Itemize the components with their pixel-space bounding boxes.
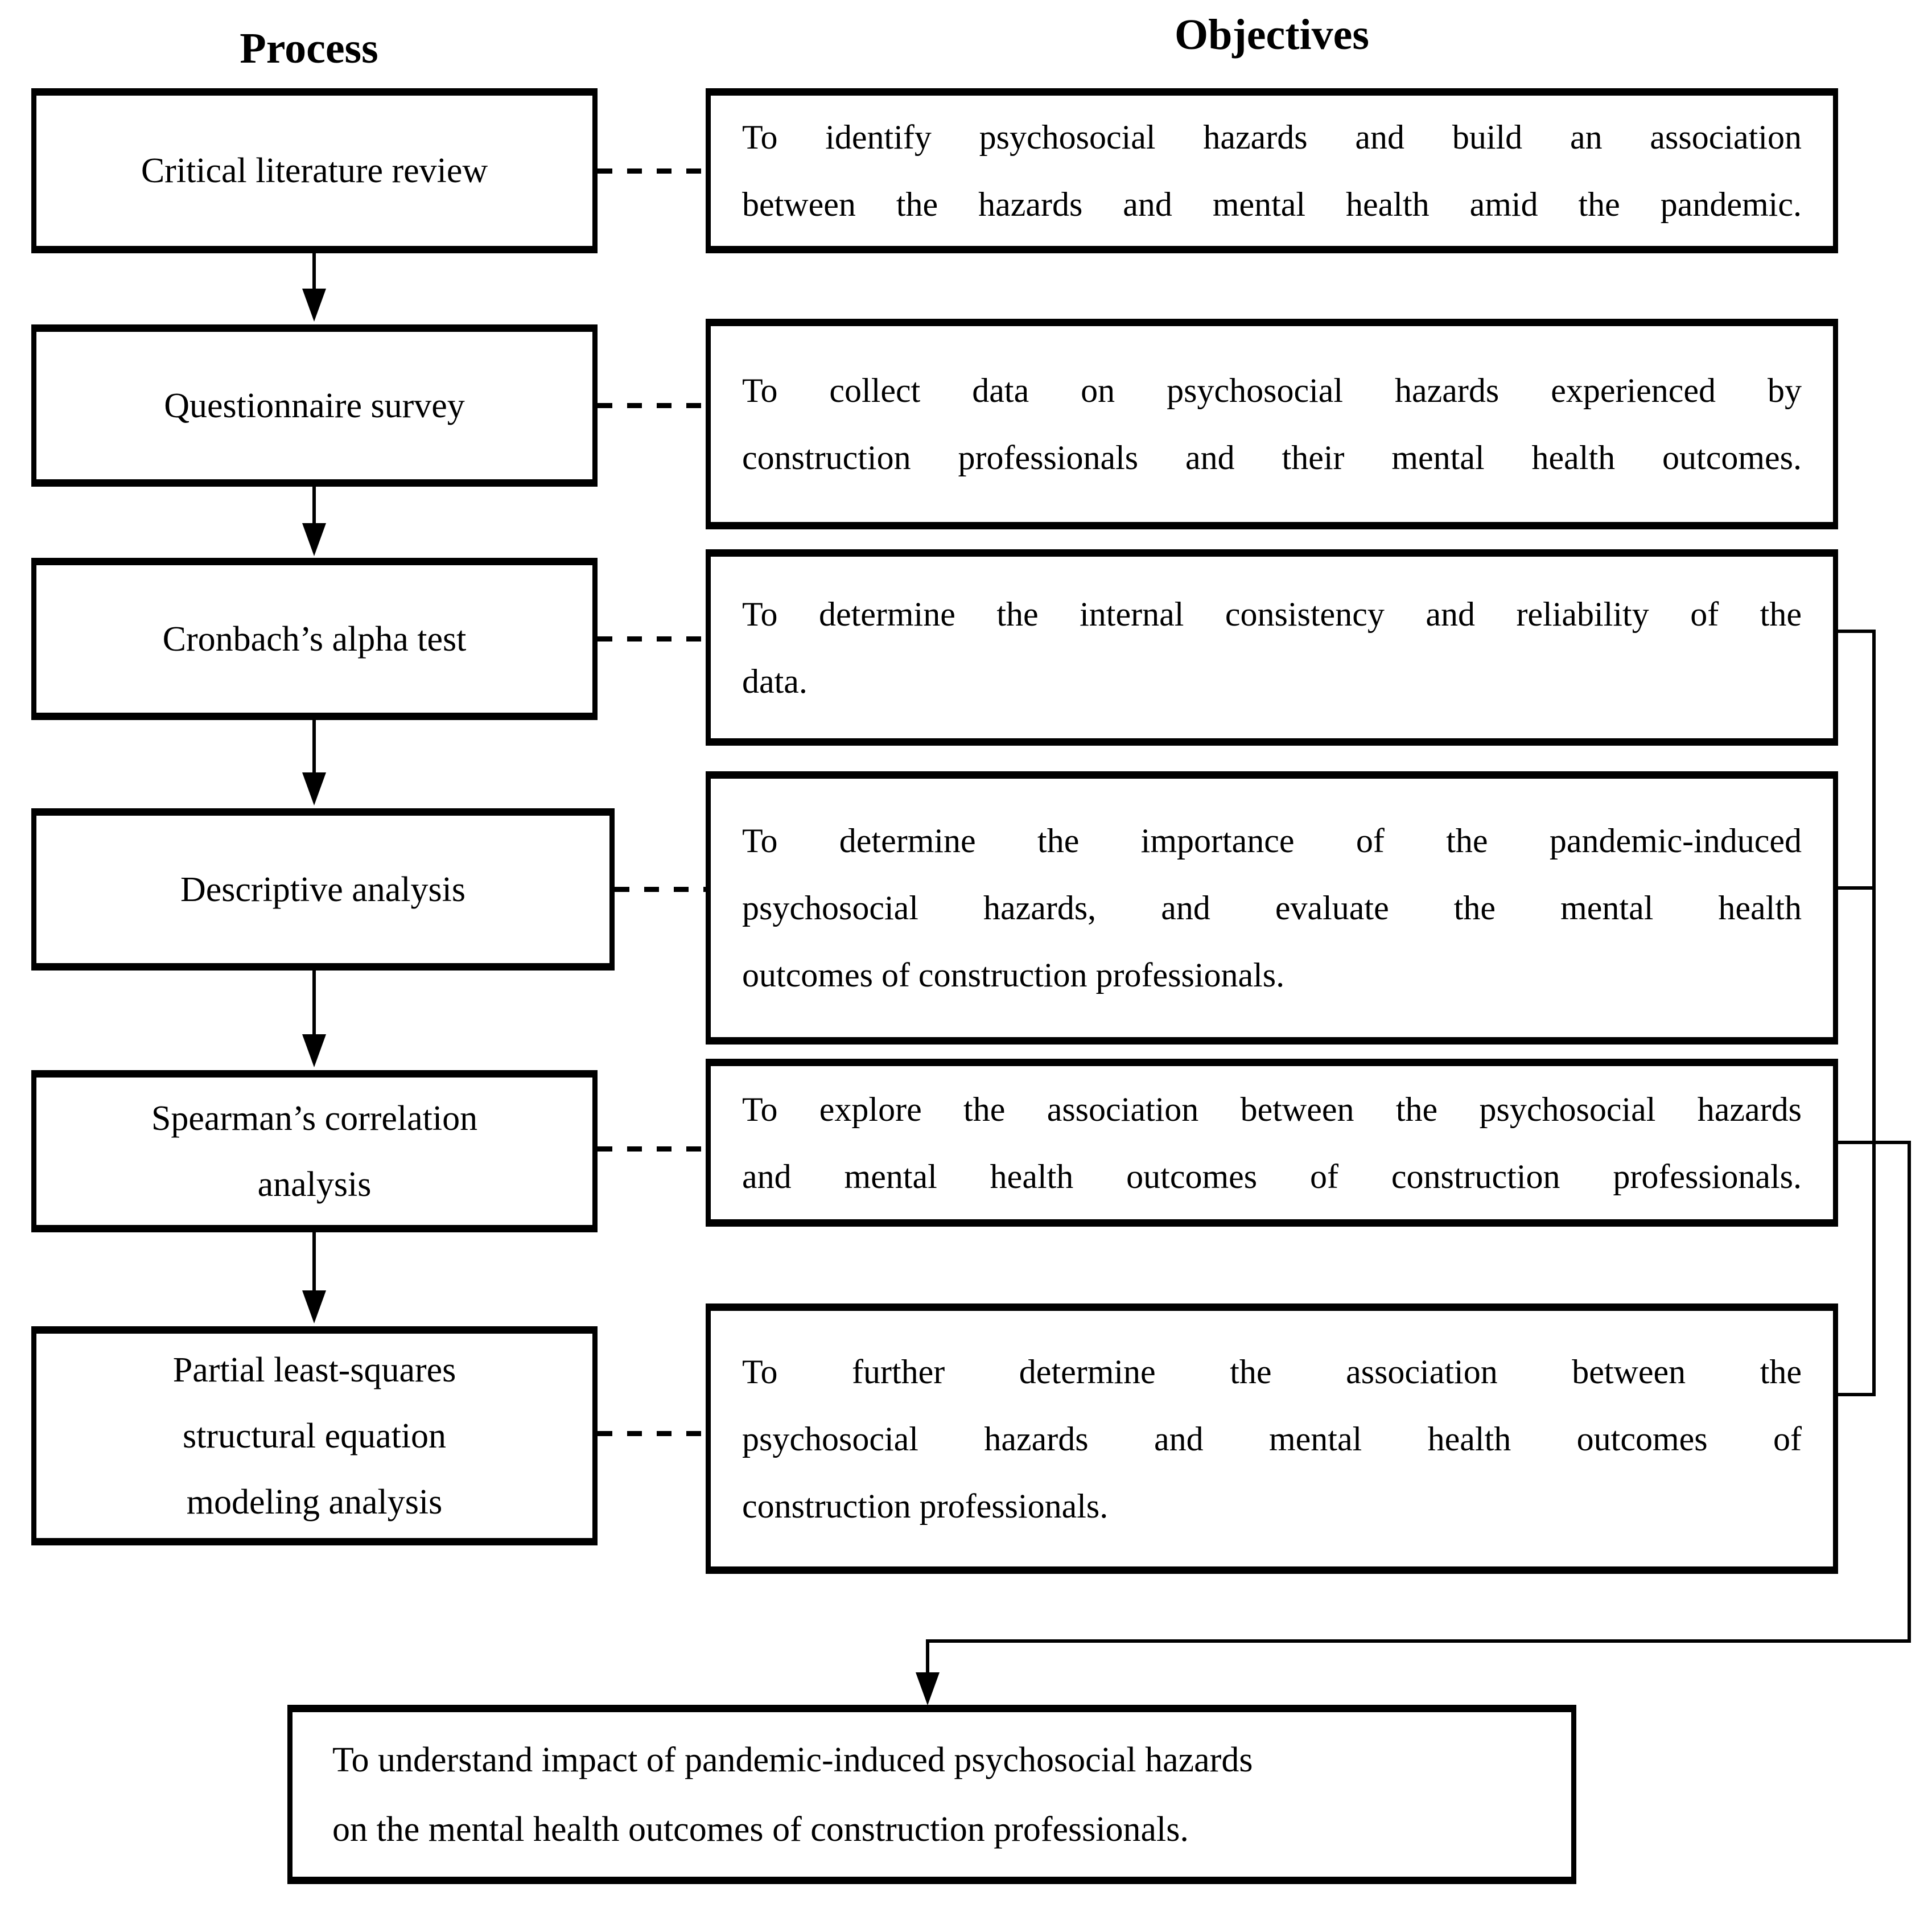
objective-box-6: To further determine the association bet… (706, 1303, 1838, 1574)
objective-text: To determine the internal consistency an… (742, 595, 1802, 633)
objective-text: construction professionals. (742, 1487, 1109, 1525)
arrow-step1-to-step2 (312, 253, 316, 289)
connector-into-objective6 (1838, 1393, 1876, 1396)
dashed-connector-row1 (598, 168, 706, 174)
process-label: structural equation (182, 1416, 447, 1455)
final-goal-text: To understand impact of pandemic-induced… (332, 1740, 1253, 1779)
objective-text: and mental health outcomes of constructi… (742, 1157, 1802, 1195)
objective-text: outcomes of construction professionals. (742, 956, 1285, 994)
dashed-connector-row4 (615, 887, 706, 892)
arrow-step2-to-step3 (312, 487, 316, 523)
arrow-step5-to-step6 (312, 1232, 316, 1290)
dashed-connector-row6 (598, 1431, 706, 1436)
connector-objective5-out (1838, 1141, 1911, 1144)
arrowhead-step3-to-step4 (302, 772, 326, 805)
connector-bottom-horizontal (926, 1639, 1911, 1643)
objective-text: psychosocial hazards, and evaluate the m… (742, 889, 1802, 927)
final-goal-box: To understand impact of pandemic-induced… (287, 1705, 1576, 1884)
objective-box-1: To identify psychosocial hazards and bui… (706, 88, 1838, 253)
objective-text: To explore the association between the p… (742, 1090, 1802, 1128)
process-label: Descriptive analysis (180, 870, 466, 909)
connector-objective3-out (1838, 630, 1876, 633)
connector-into-final-box (926, 1643, 929, 1673)
dashed-connector-row3 (598, 636, 706, 642)
dashed-connector-row5 (598, 1146, 706, 1152)
arrowhead-into-final-box (916, 1672, 940, 1705)
arrowhead-step4-to-step5 (302, 1034, 326, 1067)
process-box-questionnaire-survey: Questionnaire survey (31, 324, 598, 487)
objective-text: psychosocial hazards and mental health o… (742, 1420, 1802, 1458)
objective-box-2: To collect data on psychosocial hazards … (706, 319, 1838, 529)
process-column-header: Process (240, 24, 378, 72)
process-box-critical-literature-review: Critical literature review (31, 88, 598, 253)
process-label: Critical literature review (141, 151, 488, 190)
process-label: Questionnaire survey (164, 386, 465, 425)
objective-box-5: To explore the association between the p… (706, 1059, 1838, 1227)
process-label: Cronbach’s alpha test (162, 619, 467, 659)
arrowhead-step2-to-step3 (302, 523, 326, 556)
objective-text: To further determine the association bet… (742, 1352, 1802, 1391)
connector-vertical-a (1872, 630, 1876, 1396)
objective-text: To collect data on psychosocial hazards … (742, 372, 1802, 409)
arrowhead-step5-to-step6 (302, 1290, 326, 1323)
connector-objective4-out (1838, 886, 1876, 890)
process-box-spearmans-correlation: Spearman’s correlation analysis (31, 1070, 598, 1232)
objective-text: data. (742, 662, 808, 700)
objective-text: To identify psychosocial hazards and bui… (742, 118, 1802, 156)
process-box-cronbachs-alpha-test: Cronbach’s alpha test (31, 558, 598, 720)
arrow-step4-to-step5 (312, 971, 316, 1034)
arrow-step3-to-step4 (312, 720, 316, 772)
objective-text: construction professionals and their men… (742, 439, 1802, 476)
objective-box-4: To determine the importance of the pande… (706, 771, 1838, 1045)
connector-vertical-b (1908, 1141, 1911, 1643)
process-label: Partial least-squares (172, 1350, 456, 1389)
process-box-pls-sem-analysis: Partial least-squares structural equatio… (31, 1326, 598, 1545)
final-goal-text: on the mental health outcomes of constru… (332, 1810, 1189, 1849)
objective-text: To determine the importance of the pande… (742, 822, 1802, 860)
process-label: modeling analysis (186, 1482, 443, 1522)
objective-text: between the hazards and mental health am… (742, 186, 1802, 223)
process-label: Spearman’s correlation (151, 1099, 478, 1138)
process-label: analysis (257, 1165, 372, 1204)
arrowhead-step1-to-step2 (302, 289, 326, 322)
objectives-column-header: Objectives (1175, 11, 1369, 59)
process-box-descriptive-analysis: Descriptive analysis (31, 808, 615, 971)
objective-box-3: To determine the internal consistency an… (706, 549, 1838, 746)
dashed-connector-row2 (598, 403, 706, 408)
